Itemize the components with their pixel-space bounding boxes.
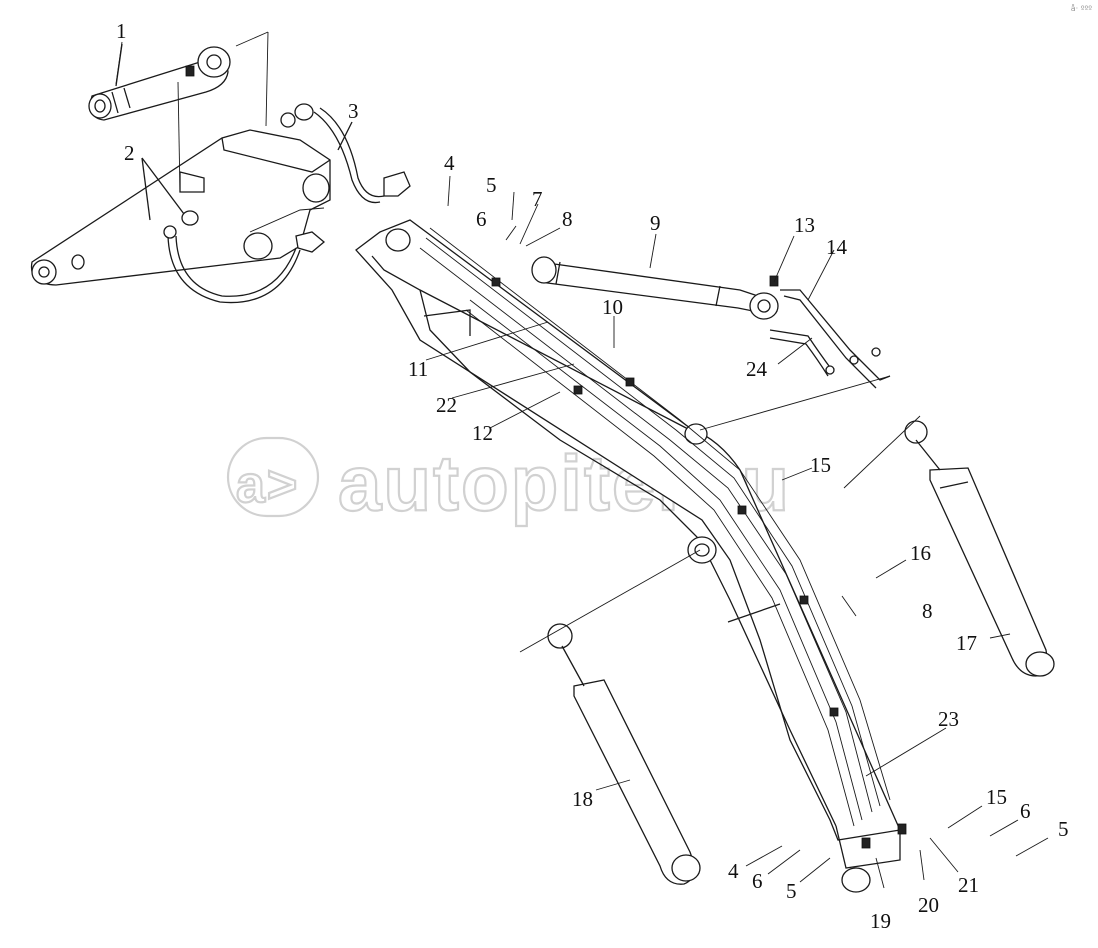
part-label-5: 5 [486, 173, 497, 197]
part-label-16: 16 [910, 541, 931, 565]
leader-lines [115, 41, 1049, 889]
part-label-6: 6 [476, 207, 487, 231]
watermark: a> autopiter.ru [226, 436, 790, 528]
part-label-22: 22 [436, 393, 457, 417]
hose-part-13-14 [699, 289, 891, 431]
hose-part-3 [280, 103, 411, 204]
part-labels: 1 2 3 4 5 6 7 8 9 10 11 12 13 14 15 16 8… [116, 19, 1069, 933]
part-label-13: 13 [794, 213, 815, 237]
corner-mark: å· ººº [1070, 4, 1092, 13]
cylinder-part-1 [88, 43, 231, 121]
part-label-8b: 8 [922, 599, 933, 623]
part-label-15b: 15 [986, 785, 1007, 809]
part-label-6b: 6 [1020, 799, 1031, 823]
part-label-3: 3 [348, 99, 359, 123]
part-label-7: 7 [532, 187, 543, 211]
cylinder-part-17 [904, 420, 1055, 677]
part-label-20: 20 [918, 893, 939, 917]
part-label-4b: 4 [728, 859, 739, 883]
part-label-17: 17 [956, 631, 977, 655]
part-label-9: 9 [650, 211, 661, 235]
hose-part-2 [141, 157, 326, 304]
part-label-24: 24 [746, 357, 768, 381]
part-label-2: 2 [124, 141, 135, 165]
part-label-12: 12 [472, 421, 493, 445]
part-label-6c: 6 [752, 869, 763, 893]
part-label-23: 23 [938, 707, 959, 731]
part-label-10: 10 [602, 295, 623, 319]
part-label-8: 8 [562, 207, 573, 231]
part-label-18: 18 [572, 787, 593, 811]
part-label-14: 14 [826, 235, 848, 259]
part-label-11: 11 [408, 357, 428, 381]
boom-part [355, 219, 907, 893]
part-label-1: 1 [116, 19, 127, 43]
part-label-21: 21 [958, 873, 979, 897]
arm-part [30, 31, 331, 286]
part-label-5c: 5 [786, 879, 797, 903]
part-label-4: 4 [444, 151, 455, 175]
watermark-logo-glyph: a> [236, 456, 299, 514]
part-label-5b: 5 [1058, 817, 1069, 841]
cylinder-part-18 [547, 623, 701, 885]
cylinder-part-9 [531, 256, 779, 320]
part-label-15: 15 [810, 453, 831, 477]
part-label-19: 19 [870, 909, 891, 933]
